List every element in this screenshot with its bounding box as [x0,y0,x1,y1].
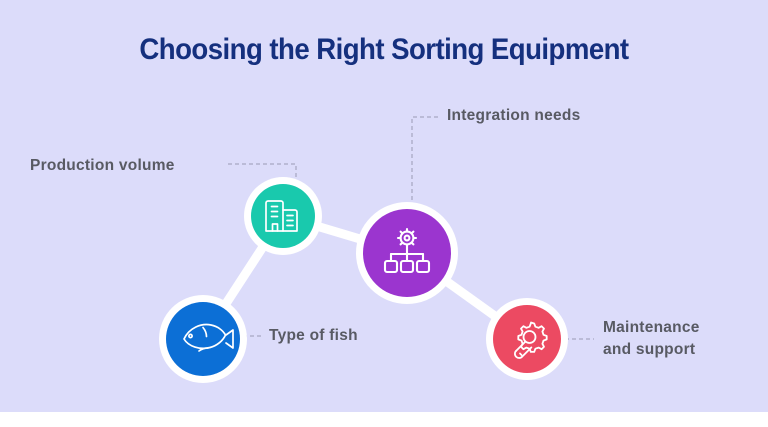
fish-icon [183,323,234,352]
leader-line-integration-needs [411,116,438,209]
org-chart-gear-icon [383,227,431,274]
building-icon [265,200,298,232]
node-maintenance-and-support[interactable] [486,298,568,380]
gear-wrench-icon [514,321,548,359]
node-circle-maintenance-and-support [493,305,561,373]
background-panel [0,0,768,412]
page-title: Choosing the Right Sorting Equipment [139,33,629,66]
node-type-of-fish[interactable] [159,295,247,383]
node-label-integration-needs: Integration needs [447,107,581,124]
leader-line-production-volume [228,163,297,185]
node-label-production-volume: Production volume [30,157,175,174]
node-integration-needs[interactable] [356,202,458,304]
node-label-type-of-fish: Type of fish [269,327,358,344]
node-label-maintenance-and-support: Maintenance and support [603,319,700,358]
node-circle-type-of-fish [166,302,240,376]
node-production-volume[interactable] [244,177,322,255]
